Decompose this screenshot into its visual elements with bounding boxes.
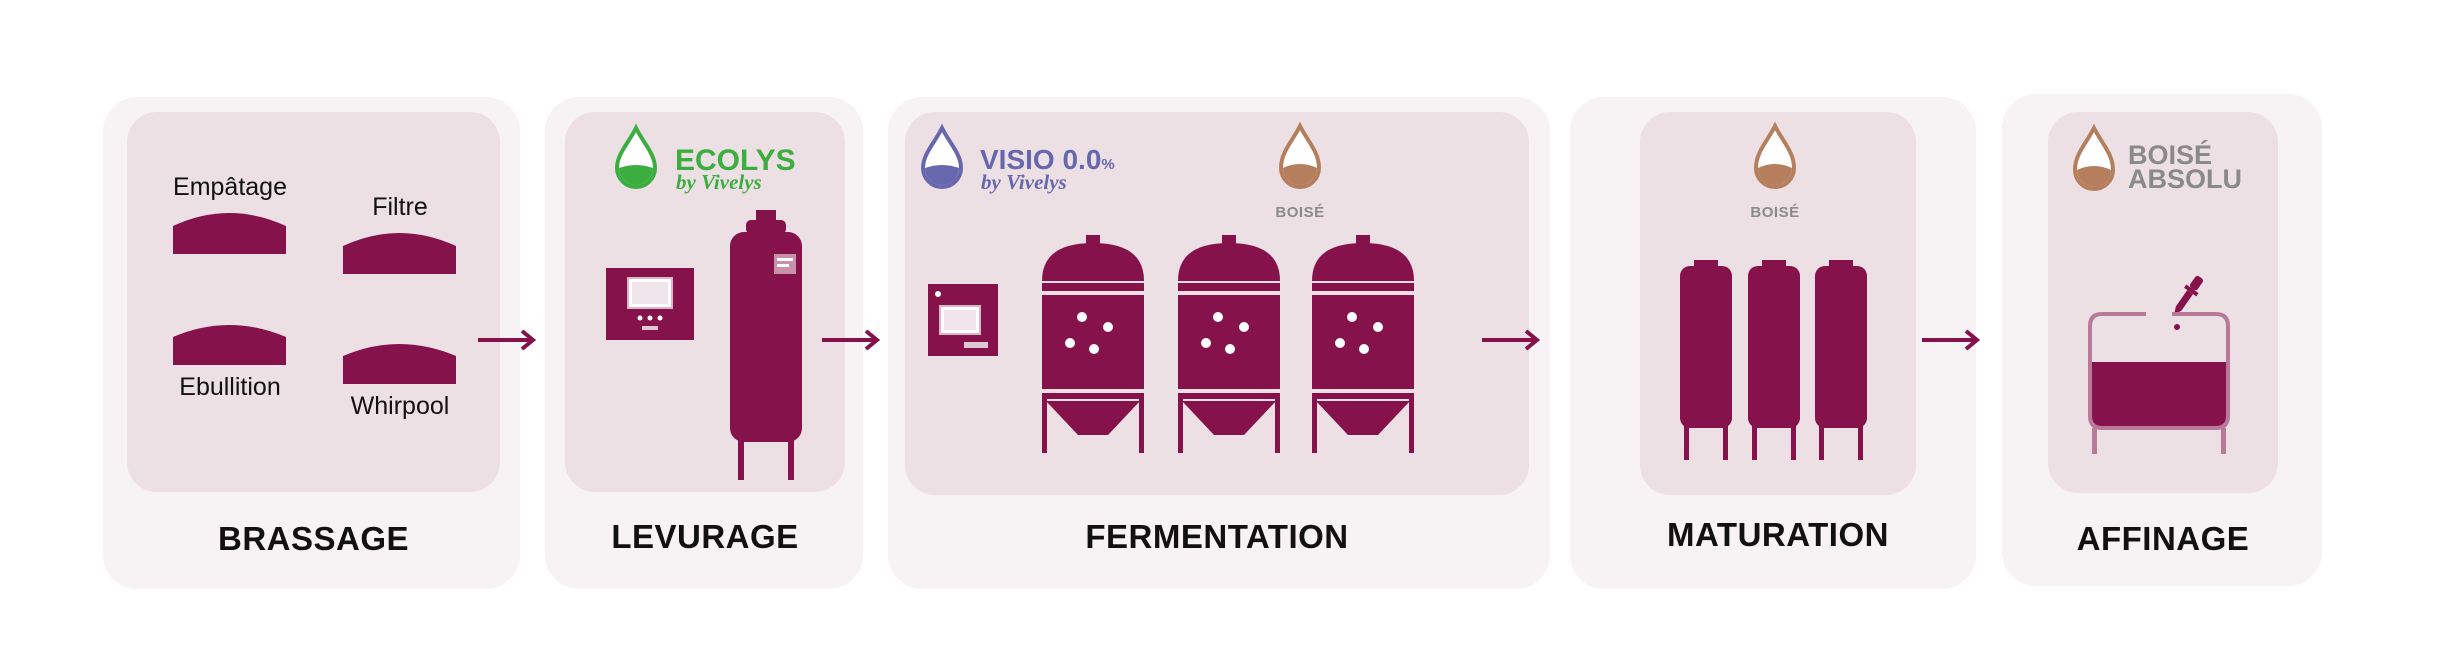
control-panel-icon — [928, 284, 998, 356]
arrow-right-icon — [478, 329, 537, 351]
stage-title-brassage: BRASSAGE — [217, 520, 410, 557]
yeast-tank-icon — [730, 210, 802, 480]
stage-title-maturation: MATURATION — [1667, 516, 1889, 553]
visio-brand-text: VISIO 0.0 — [980, 144, 1102, 175]
visio-by-vivelys: by Vivelys — [981, 170, 1067, 194]
step-label-filtre: Filtre — [372, 193, 428, 221]
stage-title-affinage: AFFINAGE — [2076, 520, 2250, 557]
brown-drop-icon — [1278, 121, 1322, 189]
visio-percent-suffix: % — [1101, 156, 1115, 173]
visio-brand-name: VISIO 0.0% — [980, 144, 1115, 176]
whirpool-vessel-icon — [343, 344, 456, 384]
control-panel-icon — [606, 268, 694, 340]
step-label-whirpool: Whirpool — [350, 392, 450, 420]
maturation-boise-label: BOISÉ — [1750, 204, 1800, 221]
empatage-vessel-icon — [173, 213, 286, 254]
boise-absolu-line2: ABSOLU — [2128, 164, 2242, 194]
ebullition-vessel-icon — [173, 325, 286, 365]
arrow-right-icon — [1922, 329, 1981, 351]
fermentation-tank-icon — [1178, 235, 1280, 453]
step-label-empatage: Empâtage — [173, 173, 287, 201]
fermentation-boise-label: BOISÉ — [1275, 204, 1325, 221]
filtre-vessel-icon — [343, 233, 456, 274]
fermentation-tank-icon — [1312, 235, 1414, 453]
brown-drop-icon — [1753, 121, 1797, 189]
maturation-tank-icon — [1680, 260, 1732, 460]
aging-vessel-icon — [2088, 312, 2230, 454]
arrow-right-icon — [822, 329, 881, 351]
step-label-ebullition: Ebullition — [179, 373, 281, 401]
pipette-icon — [2174, 275, 2203, 330]
arrow-right-icon — [1482, 329, 1541, 351]
stage-title-fermentation: FERMENTATION — [1085, 518, 1349, 555]
maturation-tank-icon — [1748, 260, 1800, 460]
brassage-inner-panel — [127, 112, 500, 492]
stage-title-levurage: LEVURAGE — [611, 518, 799, 555]
fermentation-tank-icon — [1042, 235, 1144, 453]
purple-drop-icon — [920, 123, 964, 189]
brown-drop-icon — [2072, 123, 2116, 191]
green-drop-icon — [614, 123, 658, 189]
ecolys-brand-name: ECOLYS — [675, 144, 796, 177]
boise-absolu-line1: BOISÉ — [2128, 140, 2213, 170]
ecolys-by-vivelys: by Vivelys — [676, 170, 762, 194]
maturation-tank-icon — [1815, 260, 1867, 460]
